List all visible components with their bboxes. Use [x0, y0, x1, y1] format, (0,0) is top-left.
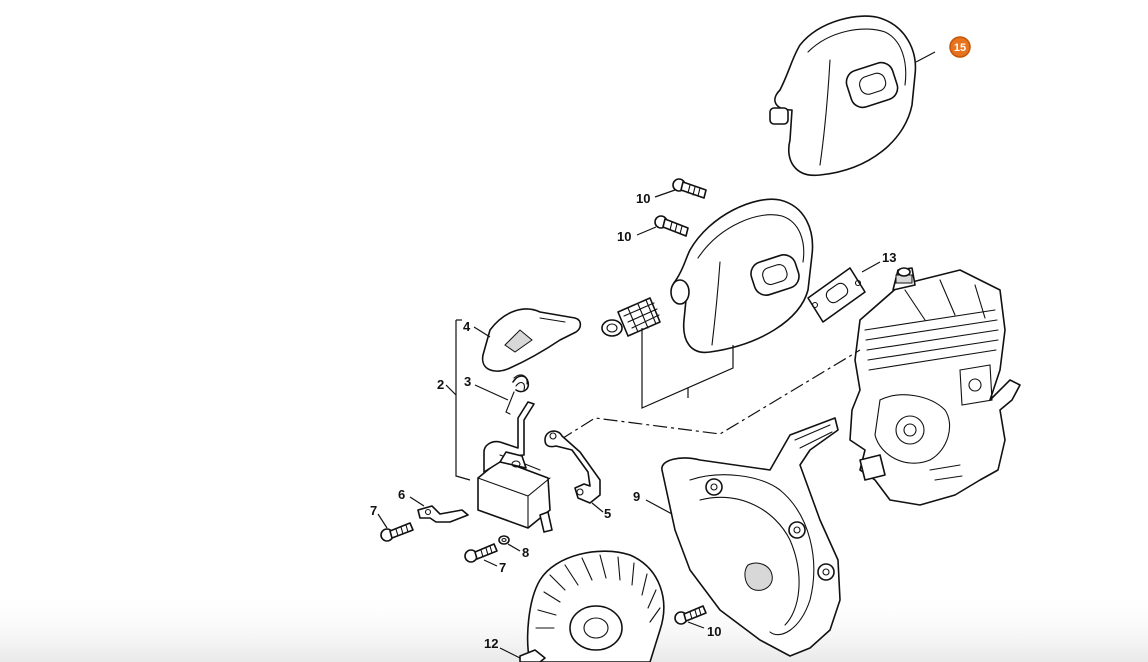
part-10-screw-lower[interactable] — [674, 605, 707, 625]
part-spark-arrestor-screen[interactable] — [601, 297, 661, 337]
leader-3 — [474, 384, 509, 401]
leader-10c — [687, 621, 705, 629]
highlight-badge — [949, 36, 971, 58]
part-13-gasket[interactable] — [807, 267, 866, 323]
part-flywheel[interactable] — [526, 550, 665, 662]
leader-7a — [377, 513, 388, 529]
leader-8 — [507, 543, 521, 552]
label-2[interactable]: 2 — [437, 377, 444, 392]
leader-4 — [473, 326, 491, 338]
label-4[interactable]: 4 — [463, 319, 471, 334]
label-9[interactable]: 9 — [633, 489, 640, 504]
leader-13 — [861, 261, 881, 273]
label-12[interactable]: 12 — [484, 636, 498, 651]
leader-10b — [636, 226, 657, 236]
part-10-screw-upper[interactable] — [672, 178, 707, 199]
part-8-washer[interactable] — [498, 535, 510, 545]
part-7-screw-lower[interactable] — [464, 543, 498, 563]
label-10-lower[interactable]: 10 — [707, 624, 721, 639]
label-15: 15 — [954, 42, 966, 54]
part-5-bracket[interactable] — [544, 430, 601, 504]
label-7-left[interactable]: 7 — [370, 503, 377, 518]
assembly-centerline — [559, 349, 861, 441]
part-10-screw-second[interactable] — [654, 215, 689, 237]
label-13[interactable]: 13 — [882, 250, 896, 265]
leader-9 — [645, 499, 673, 515]
leader-6 — [409, 496, 425, 507]
bracket-2 — [455, 320, 471, 481]
label-7-lower[interactable]: 7 — [499, 560, 506, 575]
label-8[interactable]: 8 — [522, 545, 529, 560]
part-6-clip[interactable] — [417, 505, 469, 523]
leader-15 — [915, 51, 936, 63]
part-engine-cylinder[interactable] — [849, 267, 1021, 506]
leader-7b — [483, 559, 498, 567]
leader-2 — [445, 384, 457, 396]
part-12-nut[interactable] — [519, 649, 546, 662]
label-3[interactable]: 3 — [464, 374, 471, 389]
callout-15-highlighted[interactable]: 15 — [949, 36, 971, 58]
leader-12 — [499, 647, 521, 659]
part-15-muffler-cover[interactable] — [769, 15, 917, 177]
part-ignition-module[interactable] — [477, 401, 553, 533]
leader-10a — [654, 189, 676, 198]
part-9-fan-housing[interactable] — [661, 417, 841, 657]
part-7-screw-left[interactable] — [380, 522, 414, 542]
label-10-upper[interactable]: 10 — [636, 191, 650, 206]
label-5[interactable]: 5 — [604, 506, 611, 521]
part-muffler-body[interactable] — [670, 198, 814, 354]
part-4-guard[interactable] — [481, 308, 582, 372]
label-6[interactable]: 6 — [398, 487, 405, 502]
label-10-second[interactable]: 10 — [617, 229, 631, 244]
leader-5 — [591, 502, 604, 513]
part-3-spring[interactable] — [505, 374, 530, 415]
